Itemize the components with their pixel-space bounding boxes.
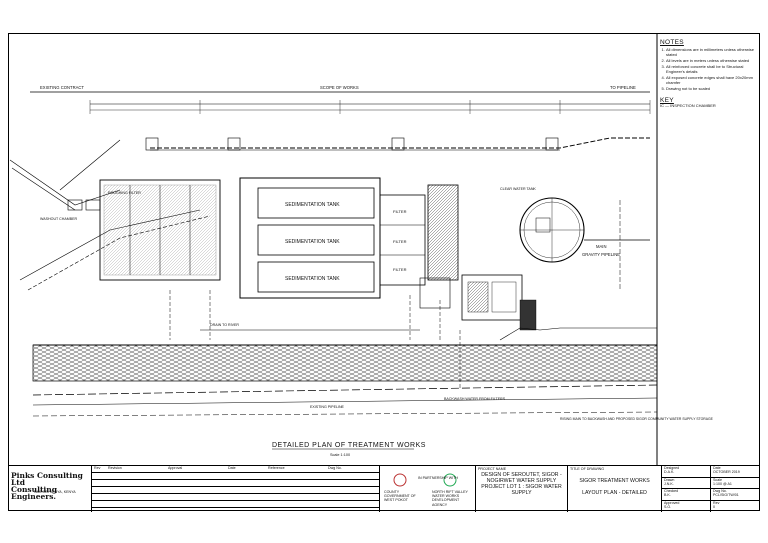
project-name-label: PROJECT NAME xyxy=(478,467,507,471)
rev-header: Rev xyxy=(94,466,101,470)
firm-address: NAIROBI KENYA, KENYA xyxy=(34,490,76,494)
client-2: NORTH RIFT VALLEY WATER WORKS DEVELOPMEN… xyxy=(432,490,468,507)
washout-chamber-label: WASHOUT CHAMBER xyxy=(40,217,78,221)
note-item: All exposed concrete edges shall have 20… xyxy=(666,75,756,85)
client-1: COUNTY GOVERNMENT OF WEST POKOT xyxy=(384,490,416,503)
key-section: KEY IC — INSPECTION CHAMBER xyxy=(660,97,756,108)
title-block: Pinks Consulting Ltd Consulting Engineer… xyxy=(8,465,760,512)
dosing-house xyxy=(427,184,459,281)
note-item: All levels are in meters unless otherwis… xyxy=(666,58,756,63)
firm-cell: Pinks Consulting Ltd Consulting Engineer… xyxy=(8,466,92,512)
note-item: All dimensions are in millimeters unless… xyxy=(666,47,756,57)
approval-header: Approval xyxy=(168,466,183,470)
roughing-filter-block xyxy=(99,179,221,281)
sedimentation-label-1: SEDIMENTATION TANK xyxy=(285,202,340,208)
project-name: DESIGN OF SEROUTET, SIGOR - NOGIRWET WAT… xyxy=(481,472,562,497)
dwgno-header: Dwg No. xyxy=(328,466,342,470)
scope-of-works-label: SCOPE OF WORKS xyxy=(320,85,359,90)
clear-water-tank-label: CLEAR WATER TANK xyxy=(500,187,536,191)
road-band xyxy=(32,344,658,382)
client-cell: IN PARTNERSHIP WITH COUNTY GOVERNMENT OF… xyxy=(380,466,476,512)
firm-line-2: Consulting Engineers. xyxy=(11,485,57,501)
sedimentation-label-2: SEDIMENTATION TANK xyxy=(285,239,340,245)
sedimentation-tank-1 xyxy=(257,187,375,219)
roughing-filter-label: ROUGHING FILTER xyxy=(108,191,141,195)
pump-house xyxy=(461,274,523,321)
to-pipeline-label: TO PIPELINE xyxy=(610,85,636,90)
reference-header: Reference xyxy=(268,466,285,470)
title-line-2: LAYOUT PLAN - DETAILED xyxy=(582,490,647,497)
title-of-drawing-label: TITLE OF DRAWING xyxy=(570,467,605,471)
inlet-chamber-1 xyxy=(67,199,83,211)
drawing-title-cell: TITLE OF DRAWING SIGOR TREATMENT WORKS L… xyxy=(568,466,662,512)
notes-panel: NOTES All dimensions are in millimeters … xyxy=(660,39,756,108)
key-heading: KEY xyxy=(660,97,674,104)
existing-contract-label: EXISTING CONTRACT xyxy=(40,85,84,90)
main-label: MAIN xyxy=(596,244,606,249)
note-item: All reinforced concrete shall be to Stru… xyxy=(666,64,756,74)
title-line-1: SIGOR TREATMENT WORKS xyxy=(579,478,650,485)
inlet-chamber-2 xyxy=(85,199,101,211)
note-item: Drawing not to be scaled xyxy=(666,86,756,91)
existing-pipeline-label: EXISTING PIPELINE xyxy=(310,405,345,409)
sedimentation-tank-2 xyxy=(257,224,375,256)
drawing-scale: Scale 1:100 xyxy=(330,453,350,457)
county-logo-icon xyxy=(393,473,407,487)
revision-table: Rev Revision Approval Date Reference Dwg… xyxy=(92,466,380,512)
partnership-label: IN PARTNERSHIP WITH xyxy=(418,476,458,480)
key-item: IC — INSPECTION CHAMBER xyxy=(660,103,716,108)
revision-header: Revision xyxy=(108,466,122,470)
meta-dwgno: Dwg No.PCL/SIG/TW/01 xyxy=(711,489,760,501)
rising-main-label: RISING MAIN TO BACKWASH AND PROPOSED SIG… xyxy=(560,417,714,421)
date-header: Date xyxy=(228,466,236,470)
firm-line-1: Pinks Consulting Ltd xyxy=(11,471,83,487)
filter-label-3: FILTER xyxy=(393,267,407,272)
sedimentation-tank-3 xyxy=(257,261,375,293)
gravity-pipeline-label: GRAVITY PIPELINE xyxy=(582,252,620,257)
firm-name: Pinks Consulting Ltd Consulting Engineer… xyxy=(11,471,91,501)
notes-heading: NOTES xyxy=(660,39,684,46)
sedimentation-label-3: SEDIMENTATION TANK xyxy=(285,276,340,282)
backwash-label: BACKWASH WATER FROM FILTERS xyxy=(444,397,506,401)
filter-label-2: FILTER xyxy=(393,239,407,244)
filter-block xyxy=(379,194,426,286)
drain-label: DRAIN TO RIVER xyxy=(210,323,239,327)
project-cell: PROJECT NAME DESIGN OF SEROUTET, SIGOR -… xyxy=(476,466,568,512)
filter-label-1: FILTER xyxy=(393,209,407,214)
drawing-title: DETAILED PLAN OF TREATMENT WORKS xyxy=(272,442,426,449)
agency-logo-icon xyxy=(443,473,457,487)
